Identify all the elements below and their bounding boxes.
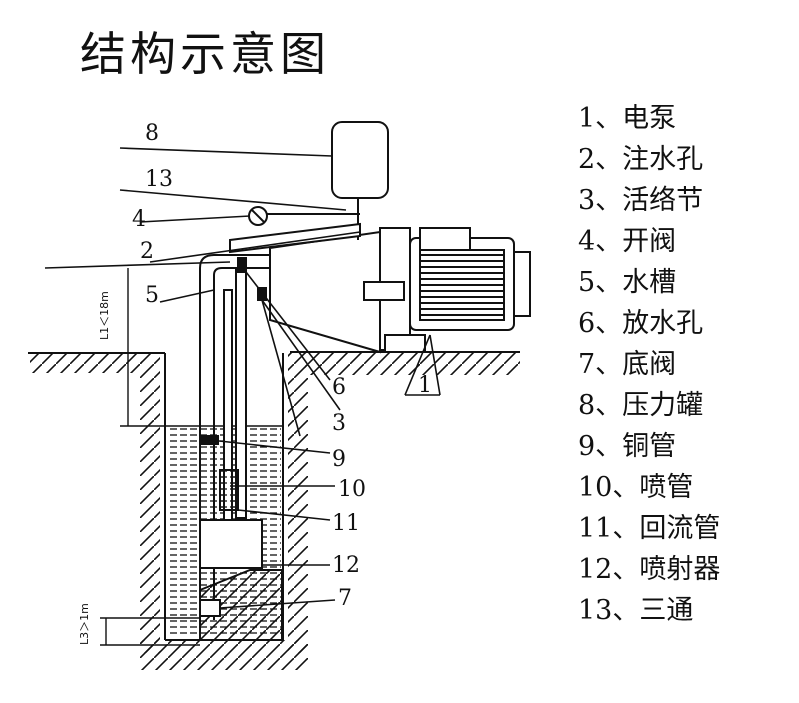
electric-pump xyxy=(269,227,531,354)
legend-item-10: 10、喷管 xyxy=(578,472,694,503)
legend-item-4: 4、开阀 xyxy=(578,226,677,257)
callout-labels: 8 13 4 2 5 1 6 3 9 10 11 12 7 xyxy=(132,121,432,611)
legend-item-1: 1、电泵 xyxy=(578,103,677,134)
callout-9: 9 xyxy=(332,447,346,472)
dimension-l1: L1＜18m xyxy=(98,291,111,340)
legend-item-8: 8、压力罐 xyxy=(578,390,704,421)
callout-10: 10 xyxy=(338,477,366,502)
legend-item-6: 6、放水孔 xyxy=(578,308,704,339)
legend-item-13: 13、三通 xyxy=(578,595,694,626)
callout-12: 12 xyxy=(332,553,360,578)
legend-list: 1、电泵 2、注水孔 3、活络节 4、开阀 5、水槽 6、放水孔 7、底阀 8、… xyxy=(578,98,720,631)
callout-6: 6 xyxy=(332,375,346,400)
suction-pipes xyxy=(199,254,270,640)
callout-2: 2 xyxy=(140,239,154,264)
callout-7: 7 xyxy=(338,586,352,611)
legend-item-5: 5、水槽 xyxy=(578,267,677,298)
callout-5: 5 xyxy=(145,283,159,308)
callout-1: 1 xyxy=(418,373,432,398)
legend-item-3: 3、活络节 xyxy=(578,185,704,216)
callout-4: 4 xyxy=(132,207,146,232)
pressure-tank-assembly xyxy=(229,121,389,254)
callout-11: 11 xyxy=(332,511,360,536)
legend-item-2: 2、注水孔 xyxy=(578,144,704,175)
callout-13: 13 xyxy=(145,167,173,192)
legend-item-11: 11、回流管 xyxy=(578,513,721,544)
ejector-and-foot-valve xyxy=(199,519,283,641)
callout-3: 3 xyxy=(332,411,346,436)
legend-item-7: 7、底阀 xyxy=(578,349,677,380)
dimension-lines xyxy=(100,268,200,646)
leader-lines xyxy=(44,147,441,609)
dimension-l3: L3＞1m xyxy=(78,603,91,645)
page-title: 结构示意图 xyxy=(80,27,330,81)
legend-item-12: 12、喷射器 xyxy=(578,554,721,585)
callout-8: 8 xyxy=(145,121,159,146)
legend-item-9: 9、铜管 xyxy=(578,431,677,462)
ground-and-well xyxy=(28,351,520,670)
pump-structure-diagram: 8 13 4 2 5 1 6 3 9 10 11 12 7 L1＜18m L3＞… xyxy=(28,121,531,670)
